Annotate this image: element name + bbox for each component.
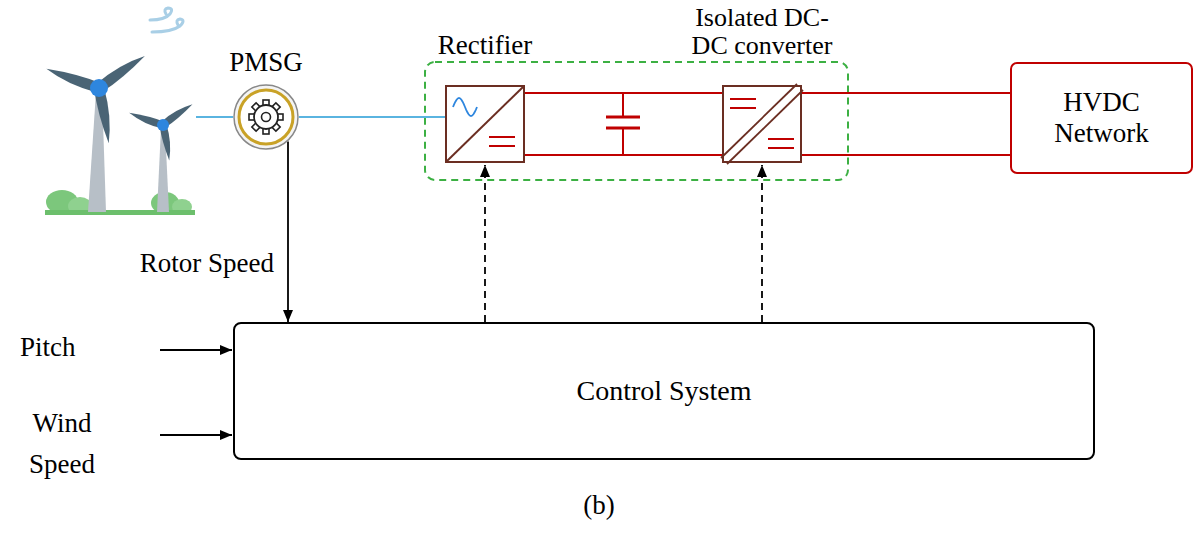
signal-arrow — [484, 165, 486, 322]
dc-symbol — [489, 136, 515, 138]
wind-stroke — [150, 8, 172, 20]
connection-line — [299, 116, 445, 118]
capacitor-lead — [622, 93, 624, 117]
edge-label: Rotor Speed — [138, 248, 276, 279]
ac-symbol — [453, 98, 477, 116]
wind-stroke — [152, 19, 183, 32]
capacitor-symbol — [606, 93, 640, 155]
connection-line — [525, 93, 722, 155]
converter-box: Isolated DC- DC converter — [722, 85, 802, 163]
dc-symbol — [768, 138, 794, 140]
ground-strip — [45, 210, 195, 215]
dc-symbol — [489, 145, 515, 147]
shaft-line — [196, 116, 233, 118]
gear-hole — [262, 113, 271, 122]
converter-symbol — [445, 85, 525, 163]
connection-line — [802, 93, 1010, 155]
generator-symbol — [233, 84, 299, 150]
converter-outline — [723, 86, 801, 162]
ground — [45, 190, 195, 215]
converter-outline — [446, 86, 524, 162]
rectifier-box: Rectifier — [445, 85, 525, 163]
generator-circle: PMSG — [233, 84, 299, 150]
input-label: Pitch — [20, 332, 130, 363]
node-heading: Rectifier — [438, 30, 532, 61]
input-arrow — [160, 349, 232, 351]
wind-swirl — [150, 8, 183, 32]
node-label: HVDC Network — [1046, 87, 1158, 149]
signal-arrow — [287, 142, 289, 322]
dc-symbol — [730, 107, 756, 109]
figure-caption: (b) — [0, 490, 1198, 521]
input-label: Wind Speed — [12, 403, 112, 484]
node-label: Control System — [576, 375, 751, 407]
converter-diagonal — [447, 87, 523, 161]
converter-diagonal — [721, 84, 797, 158]
signal-arrow — [761, 165, 763, 322]
dc-symbol — [768, 147, 794, 149]
capacitor-plate — [606, 116, 640, 119]
converter-group — [425, 62, 848, 180]
converter-diagonal — [727, 90, 803, 164]
gear-body — [254, 105, 278, 129]
converter-symbol — [722, 85, 802, 163]
node-heading: Isolated DC- DC converter — [687, 4, 837, 59]
gear-icon — [249, 100, 283, 134]
turbine-hub — [90, 79, 108, 97]
capacitor-lead — [622, 128, 624, 155]
generator-housing — [234, 85, 298, 149]
node-heading: PMSG — [229, 47, 303, 78]
network-box: HVDC Network — [1010, 62, 1193, 174]
dc-symbol — [730, 98, 756, 100]
wind-turbine — [44, 51, 147, 212]
input-arrow — [160, 434, 232, 436]
generator-ring — [239, 90, 293, 144]
control-box: Control System — [233, 322, 1095, 460]
turbine-hub — [157, 119, 169, 131]
wind-turbine — [128, 101, 195, 212]
